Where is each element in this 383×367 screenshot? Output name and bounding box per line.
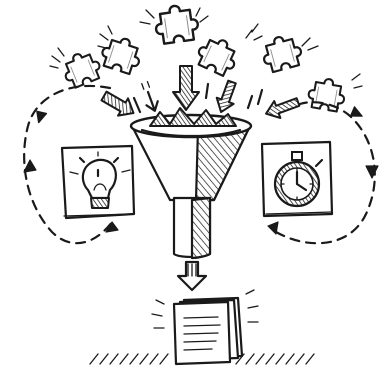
puzzle-piece-icon xyxy=(259,32,304,73)
funnel-icon xyxy=(131,108,251,258)
puzzle-piece-icon xyxy=(99,33,145,75)
puzzle-piece-icon xyxy=(59,48,104,90)
puzzle-piece-icon xyxy=(194,33,242,78)
arrow-icon xyxy=(263,94,301,123)
stopwatch-card xyxy=(262,142,332,216)
document-stack-icon xyxy=(152,290,258,364)
arrow-icon xyxy=(178,262,206,290)
puzzle-piece-icon xyxy=(153,3,200,44)
arrow-icon xyxy=(213,79,241,115)
arrow-icon xyxy=(139,81,161,113)
puzzle-piece-icon xyxy=(307,76,347,112)
arrow-icon xyxy=(173,66,199,110)
lightbulb-card xyxy=(62,146,134,218)
arrow-icon xyxy=(99,87,138,121)
